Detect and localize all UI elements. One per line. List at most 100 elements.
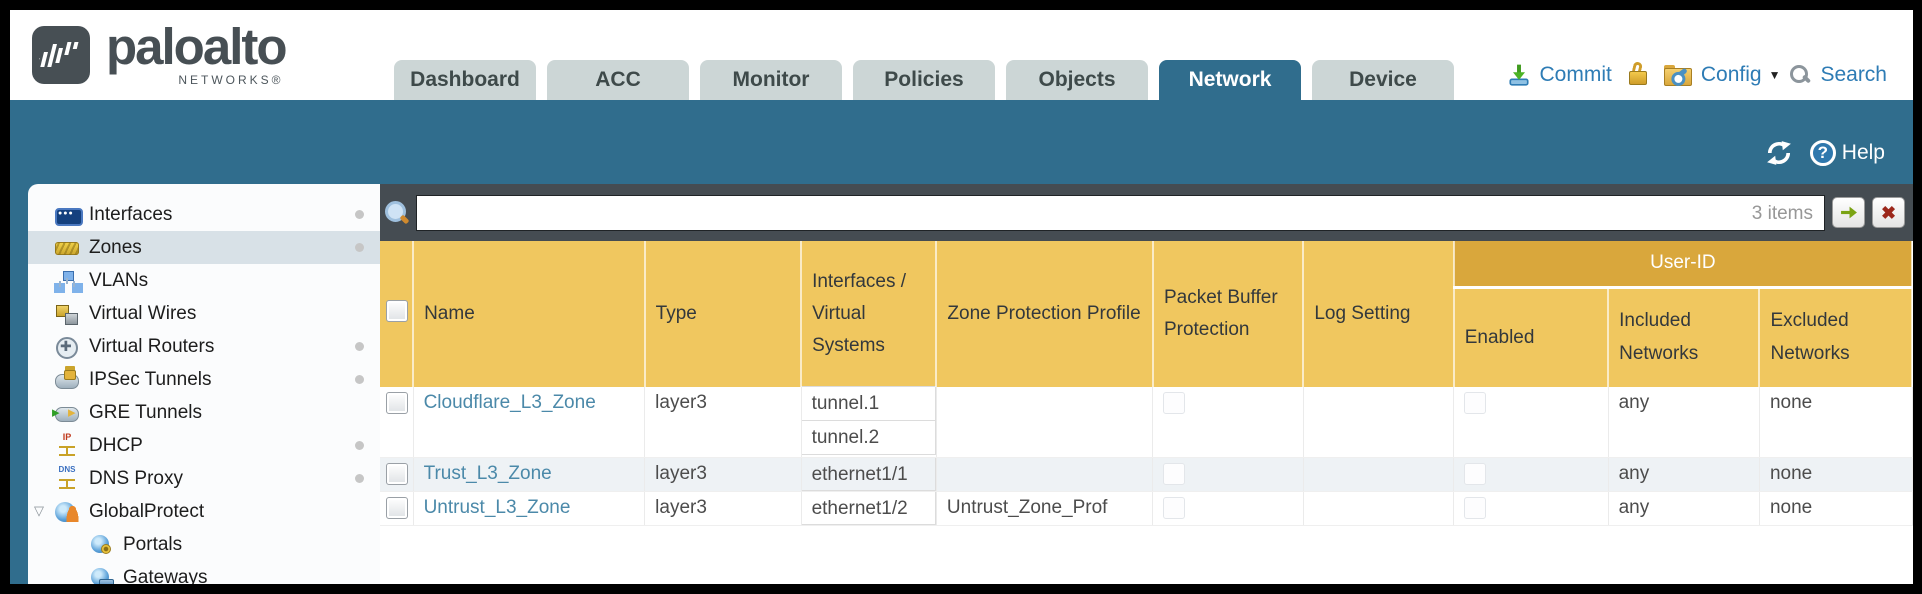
sidebar-item-gateways[interactable]: Gateways: [28, 561, 380, 584]
column-header-name: Name: [413, 241, 646, 387]
question-circle-icon[interactable]: ?: [1809, 140, 1836, 166]
zone-name-link[interactable]: Trust_L3_Zone: [423, 462, 552, 484]
sidebar-item-label: GlobalProtect: [89, 500, 205, 522]
select-all-header-cell: [380, 241, 415, 387]
user-id-enabled-checkbox[interactable]: [1464, 462, 1487, 485]
column-header-interfaces-virtual-systems: Interfaces / Virtual Systems: [801, 241, 938, 387]
tab-objects[interactable]: Objects: [1006, 60, 1148, 100]
top-bar: paloalto NETWORKS® Dashboard ACC Monitor Po…: [10, 10, 1913, 100]
log-setting-cell: [1303, 387, 1455, 458]
row-checkbox[interactable]: [386, 496, 408, 519]
commit-arrow-icon: [1507, 63, 1531, 87]
interface-entry: tunnel.1: [800, 386, 936, 421]
zone-protection-profile-cell: Untrust_Zone_Prof: [936, 491, 1154, 526]
help-link[interactable]: Help: [1841, 141, 1885, 164]
sidebar-item-label: Virtual Routers: [89, 335, 215, 357]
clear-filter-button[interactable]: ✖: [1872, 197, 1905, 228]
sidebar-item-globalprotect[interactable]: ▽ GlobalProtect: [28, 495, 380, 528]
zone-protection-profile-cell: [936, 387, 1154, 458]
vlans-icon: [54, 269, 80, 293]
column-header-zone-protection-profile: Zone Protection Profile: [936, 241, 1154, 387]
main-tabs: Dashboard ACC Monitor Policies Objects Networ…: [394, 10, 1454, 100]
tab-device[interactable]: Device: [1312, 60, 1454, 100]
status-dot: [355, 342, 364, 351]
tab-network[interactable]: Network: [1159, 60, 1301, 100]
portals-globe-icon: [88, 533, 114, 557]
interfaces-cell: ethernet1/2: [800, 490, 937, 526]
zone-name-link[interactable]: Cloudflare_L3_Zone: [423, 392, 596, 413]
brand-name: paloalto: [106, 17, 288, 75]
sidebar-item-label: VLANs: [89, 269, 149, 291]
row-checkbox[interactable]: [386, 462, 408, 485]
status-dot: [355, 474, 364, 483]
interface-entry: ethernet1/1: [800, 456, 936, 491]
packet-buffer-protection-cell: [1152, 387, 1304, 458]
refresh-icon[interactable]: [1764, 140, 1794, 166]
virtual-routers-icon: [54, 335, 80, 359]
sidebar-item-interfaces[interactable]: Interfaces: [28, 198, 380, 231]
column-header-type: Type: [644, 241, 803, 387]
row-select-cell: [380, 491, 414, 526]
packet-buffer-checkbox[interactable]: [1163, 462, 1186, 485]
commit-button[interactable]: Commit: [1539, 63, 1612, 86]
sidebar-item-virtual-routers[interactable]: Virtual Routers: [28, 330, 380, 363]
sidebar-item-label: DNS Proxy: [89, 467, 183, 489]
sidebar-item-ipsec-tunnels[interactable]: IPSec Tunnels: [28, 363, 380, 396]
zones-fence-icon: [54, 236, 80, 260]
included-networks-cell: any: [1608, 457, 1760, 492]
included-networks-cell: any: [1608, 491, 1760, 526]
zone-name-cell: Trust_L3_Zone: [413, 457, 646, 492]
logo-text: paloalto NETWORKS®: [106, 17, 288, 88]
user-id-enabled-checkbox[interactable]: [1464, 496, 1487, 519]
globalprotect-icon: [54, 500, 80, 524]
interface-entry: ethernet1/2: [800, 490, 936, 525]
chevron-down-icon[interactable]: ▼: [1768, 68, 1781, 82]
row-checkbox[interactable]: [386, 392, 408, 414]
packet-buffer-checkbox[interactable]: [1163, 496, 1186, 519]
column-header-included-networks: Included Networks: [1608, 287, 1761, 387]
tab-dashboard[interactable]: Dashboard: [394, 60, 536, 100]
zone-name-cell: Untrust_L3_Zone: [413, 491, 646, 526]
sidebar-item-label: Gateways: [123, 566, 208, 585]
status-dot: [355, 210, 364, 219]
column-group-header-user-id: User-ID: [1452, 241, 1913, 289]
tab-monitor[interactable]: Monitor: [700, 60, 842, 100]
sidebar-item-vlans[interactable]: VLANs: [28, 264, 380, 297]
sidebar-item-zones[interactable]: Zones: [28, 231, 380, 264]
expander-triangle-icon[interactable]: ▽: [34, 503, 44, 518]
sidebar-item-portals[interactable]: Portals: [28, 528, 380, 561]
sidebar-item-virtual-wires[interactable]: Virtual Wires: [28, 297, 380, 330]
log-setting-cell: [1303, 457, 1455, 492]
packet-buffer-checkbox[interactable]: [1163, 392, 1186, 414]
filter-input[interactable]: [416, 194, 1825, 231]
search-magnifier-icon: [1789, 64, 1811, 86]
column-header-log-setting: Log Setting: [1303, 241, 1455, 387]
interface-entry: tunnel.2: [800, 420, 936, 455]
column-header-excluded-networks: Excluded Networks: [1759, 287, 1913, 387]
tab-acc[interactable]: ACC: [547, 60, 689, 100]
sidebar-item-label: Interfaces: [89, 203, 173, 225]
apply-filter-button[interactable]: [1832, 197, 1865, 228]
red-x-icon: ✖: [1880, 202, 1897, 223]
packet-buffer-protection-cell: [1152, 457, 1304, 492]
sidebar-item-gre-tunnels[interactable]: GRE Tunnels: [28, 396, 380, 429]
status-dot: [355, 375, 364, 384]
zone-name-link[interactable]: Untrust_L3_Zone: [423, 496, 571, 518]
excluded-networks-cell: none: [1759, 457, 1913, 492]
select-all-checkbox[interactable]: [386, 299, 408, 322]
tab-policies[interactable]: Policies: [853, 60, 995, 100]
user-id-enabled-cell: [1453, 387, 1609, 458]
header-utilities: Commit Config ▼ Search: [1507, 50, 1913, 100]
search-button[interactable]: Search: [1820, 63, 1887, 86]
unlocked-padlock-icon[interactable]: [1627, 61, 1649, 88]
config-folder-wrench-icon: [1663, 65, 1692, 86]
user-id-enabled-checkbox[interactable]: [1464, 392, 1487, 414]
config-button[interactable]: Config: [1700, 63, 1762, 86]
